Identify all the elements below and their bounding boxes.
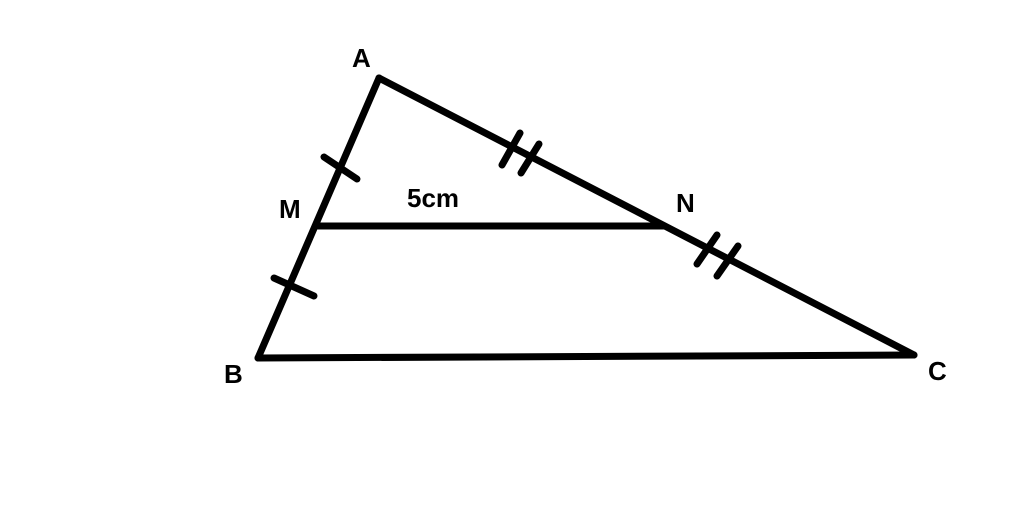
vertex-label-c: C <box>928 356 947 386</box>
vertex-label-b: B <box>224 359 243 389</box>
tick-mark-am <box>320 153 361 183</box>
side-ab <box>254 74 383 362</box>
tick-mark-mb <box>270 274 318 300</box>
point-label-m: M <box>279 194 301 224</box>
length-label-mn: 5cm <box>407 183 459 213</box>
side-ac <box>375 74 918 359</box>
point-label-n: N <box>676 188 695 218</box>
vertex-label-a: A <box>352 43 371 73</box>
double-tick-nc <box>693 231 742 280</box>
double-tick-an <box>498 129 543 177</box>
side-bc <box>254 351 918 362</box>
